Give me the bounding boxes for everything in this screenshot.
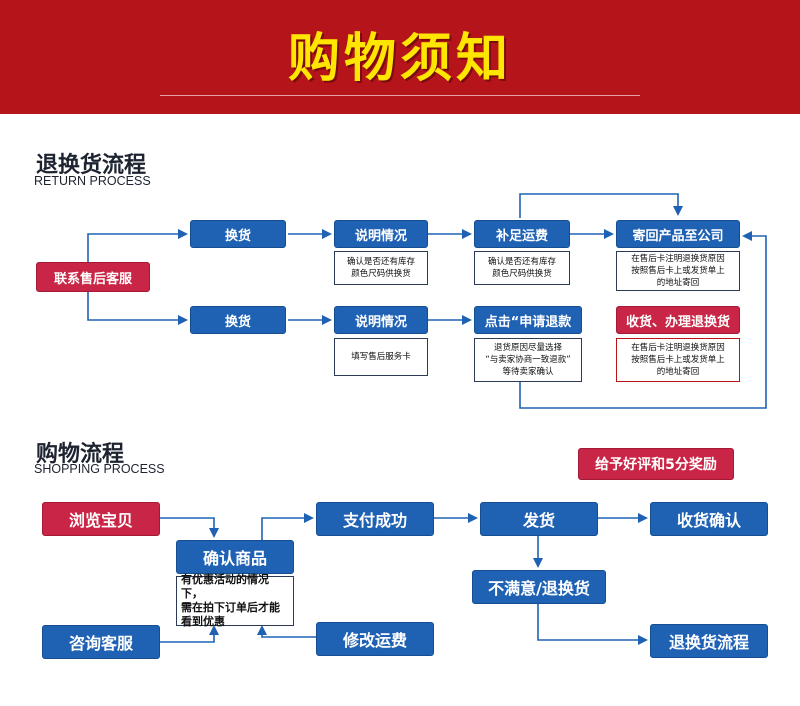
r1-explain-note: 确认是否还有库存 颜色尺码供换货 [334, 251, 428, 285]
r1-shipping-fee-box: 补足运费 [474, 220, 570, 248]
page-title: 购物须知 [287, 29, 512, 89]
return-process-box: 退换货流程 [650, 624, 768, 658]
confirm-item-note: 有优惠活动的情况下， 需在拍下订单后才能 看到优惠 [176, 573, 294, 628]
contact-service-box: 联系售后客服 [36, 262, 150, 292]
r2-exchange-box: 换货 [190, 306, 286, 334]
banner-divider [160, 95, 640, 96]
shopping-section-subtitle: SHOPPING PROCESS [34, 462, 165, 476]
r2-explain-box: 说明情况 [334, 306, 428, 334]
r2-request-refund-box: 点击“申请退款 [474, 306, 582, 334]
pay-success-box: 支付成功 [316, 502, 434, 536]
confirm-item-box: 确认商品 [176, 540, 294, 574]
ship-box: 发货 [480, 502, 598, 536]
r2-request-refund-note: 退货原因尽量选择 “与卖家协商一致退款” 等待卖家确认 [474, 338, 582, 382]
return-section-subtitle: RETURN PROCESS [34, 174, 151, 188]
r2-receive-process-box: 收货、办理退换货 [616, 306, 740, 334]
r1-exchange-box: 换货 [190, 220, 286, 248]
shopping-section-title: 购物流程 [36, 442, 125, 467]
dissatisfied-return-box: 不满意/退换货 [472, 570, 606, 604]
r1-shipping-fee-note: 确认是否还有库存 颜色尺码供换货 [474, 251, 570, 285]
consult-service-box: 咨询客服 [42, 625, 160, 659]
return-section-title: 退换货流程 [36, 153, 147, 178]
confirm-receipt-box: 收货确认 [650, 502, 768, 536]
r1-send-back-box: 寄回产品至公司 [616, 220, 740, 248]
r1-explain-box: 说明情况 [334, 220, 428, 248]
header-banner: 购物须知 [0, 0, 800, 114]
reward-badge: 给予好评和5分奖励 [578, 448, 734, 480]
browse-item-box: 浏览宝贝 [42, 502, 160, 536]
modify-shipping-box: 修改运费 [316, 622, 434, 656]
r2-receive-process-note: 在售后卡注明退换货原因 按照售后卡上或发货单上 的地址寄回 [616, 338, 740, 382]
r2-explain-note: 填写售后服务卡 [334, 338, 428, 376]
r1-send-back-note: 在售后卡注明退换货原因 按照售后卡上或发货单上 的地址寄回 [616, 251, 740, 291]
